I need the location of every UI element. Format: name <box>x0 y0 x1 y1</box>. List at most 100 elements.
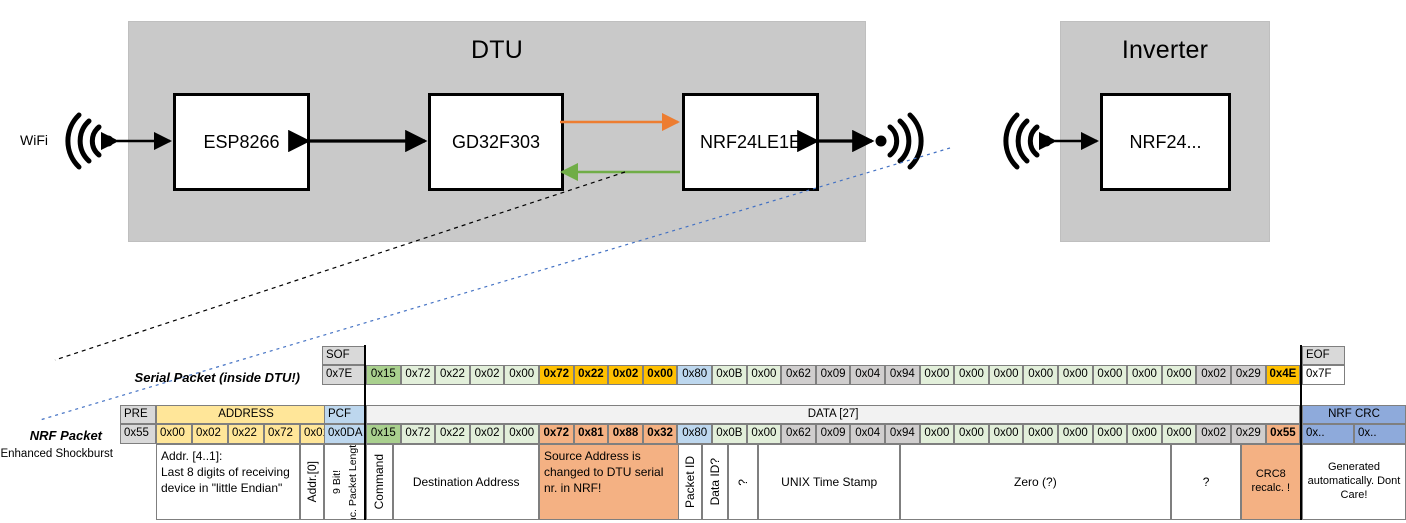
nrf-data-byte: 0x94 <box>885 424 920 444</box>
nrf-header-address: ADDRESS <box>156 405 336 424</box>
crc8-desc: CRC8 recalc. ! <box>1241 444 1301 520</box>
nrf-data-byte: 0x72 <box>539 424 574 444</box>
nrf-data-byte: 0x00 <box>988 424 1024 444</box>
nrf-data-byte: 0x62 <box>781 424 816 444</box>
unknown2-desc: ? <box>1171 444 1242 520</box>
chip-esp8266-label: ESP8266 <box>203 131 280 152</box>
nrf-data-byte: 0x00 <box>1058 424 1093 444</box>
serial-byte-cell: 0x80 <box>677 365 712 385</box>
serial-byte-cell: 0x00 <box>954 365 989 385</box>
nrf-data-byte: 0x00 <box>1092 424 1128 444</box>
alignment-separator-left <box>364 345 366 520</box>
unknown1-desc-label: ? <box>735 478 750 486</box>
address-desc: Addr. [4..1]: Last 8 digits of receiving… <box>156 444 300 520</box>
nrf-address-byte: 0x72 <box>264 424 300 444</box>
serial-byte-cell: 0x22 <box>573 365 609 385</box>
source-address-desc: Source Address is changed to DTU serial … <box>539 444 680 520</box>
wifi-label: WiFi <box>20 132 48 148</box>
nrf-packet-row-sublabel: Enhanced Shockburst <box>0 448 113 460</box>
nrf-address-byte: 0x22 <box>228 424 264 444</box>
inverter-title: Inverter <box>1121 36 1209 64</box>
command-desc: Command <box>366 444 393 520</box>
nrf-packet-row-label: NRF Packet <box>29 428 102 443</box>
nrf-data-byte: 0x0B <box>712 424 747 444</box>
destination-address-desc: Destination Address <box>393 444 540 520</box>
nrf-data-byte: 0x09 <box>815 424 851 444</box>
serial-byte-cell: 0x00 <box>642 365 678 385</box>
serial-byte-cell: 0x4E <box>1265 365 1301 385</box>
serial-byte-cell: 0x00 <box>1023 365 1058 385</box>
nrf-data-byte: 0x72 <box>400 424 436 444</box>
serial-byte-cell: 0x00 <box>1161 365 1197 385</box>
serial-byte-cell: 0x72 <box>539 365 574 385</box>
nrf-header-pcf: PCF <box>324 405 366 424</box>
packet-id-desc: Packet ID <box>678 444 702 520</box>
nrf-data-byte: 0x02 <box>1196 424 1231 444</box>
nrf-data-byte: 0x15 <box>366 424 401 444</box>
nrf-pre-byte: 0x55 <box>120 424 156 444</box>
pcf-desc: 9 Bit!Inc. Packet Length <box>324 444 366 520</box>
serial-byte-cell: 0x02 <box>469 365 505 385</box>
data-id-desc-label: Data ID? <box>707 458 722 506</box>
nrf-crc-desc: Generated automatically. Dont Care! <box>1302 444 1406 520</box>
nrf-header-crc: NRF CRC <box>1302 405 1406 424</box>
addr0-desc: Addr.[0] <box>300 444 324 520</box>
nrf-crc-byte: 0x.. <box>1354 424 1406 444</box>
nrf-data-byte: 0x00 <box>1161 424 1197 444</box>
chip-nrf24le1e-label: NRF24LE1E <box>699 131 802 152</box>
unix-time-stamp-desc: UNIX Time Stamp <box>758 444 901 520</box>
pcf-desc-line-1: Inc. Packet Length <box>346 444 359 520</box>
nrf-data-byte: 0x00 <box>504 424 539 444</box>
dtu-title: DTU <box>471 36 523 64</box>
serial-packet-row-label: Serial Packet (inside DTU!) <box>134 370 300 385</box>
nrf-data-byte: 0x32 <box>642 424 678 444</box>
nrf-data-byte: 0x02 <box>469 424 505 444</box>
serial-byte-cell: 0x00 <box>746 365 782 385</box>
serial-byte-cell: 0x00 <box>1058 365 1093 385</box>
zero-desc: Zero (?) <box>900 444 1171 520</box>
nrf-header-pre: PRE <box>120 405 156 424</box>
nrf-pcf-byte: 0x0DA <box>324 424 366 444</box>
serial-byte-cell: 0x09 <box>815 365 851 385</box>
chip-nrf24-label: NRF24... <box>1129 131 1202 152</box>
serial-byte-cell: 0x72 <box>400 365 436 385</box>
serial-eof-byte: 0x7F <box>1302 365 1345 385</box>
chip-nrf24: NRF24... <box>1100 93 1231 191</box>
serial-byte-cell: 0x22 <box>435 365 470 385</box>
nrf-data-byte: 0x04 <box>850 424 885 444</box>
packet-id-desc-label: Packet ID <box>682 455 697 509</box>
serial-byte-cell: 0x62 <box>781 365 816 385</box>
pcf-desc-line-0: 9 Bit! <box>331 470 344 494</box>
serial-byte-cell: 0x02 <box>1196 365 1231 385</box>
addr0-desc-label: Addr.[0] <box>304 461 319 503</box>
nrf-data-byte: 0x80 <box>677 424 712 444</box>
unknown1-desc: ? <box>728 444 758 520</box>
serial-byte-cell: 0x02 <box>608 365 643 385</box>
serial-byte-cell: 0x0B <box>712 365 747 385</box>
serial-eof-header: EOF <box>1302 346 1345 365</box>
data-id-desc: Data ID? <box>702 444 728 520</box>
serial-byte-cell: 0x04 <box>850 365 885 385</box>
nrf-data-byte: 0x81 <box>573 424 609 444</box>
nrf-address-byte: 0x02 <box>192 424 228 444</box>
command-desc-label: Command <box>372 454 387 510</box>
nrf-data-byte: 0x22 <box>435 424 470 444</box>
serial-byte-cell: 0x29 <box>1231 365 1266 385</box>
chip-gd32f303-label: GD32F303 <box>451 131 541 152</box>
serial-byte-cell: 0x00 <box>1127 365 1162 385</box>
nrf-data-byte: 0x00 <box>919 424 955 444</box>
alignment-separator-right <box>1300 345 1302 520</box>
nrf-data-byte: 0x88 <box>608 424 643 444</box>
serial-byte-cell: 0x00 <box>919 365 955 385</box>
nrf-data-byte: 0x00 <box>954 424 989 444</box>
serial-sof-byte: 0x7E <box>322 365 365 385</box>
nrf-data-byte: 0x29 <box>1231 424 1266 444</box>
nrf-data-byte: 0x00 <box>1023 424 1058 444</box>
serial-sof-header: SOF <box>322 346 365 365</box>
nrf-header-data: DATA [27] <box>366 405 1301 424</box>
serial-byte-cell: 0x00 <box>1092 365 1128 385</box>
nrf-data-byte: 0x00 <box>746 424 782 444</box>
nrf-address-byte: 0x00 <box>156 424 192 444</box>
nrf-data-byte: 0x00 <box>1127 424 1162 444</box>
